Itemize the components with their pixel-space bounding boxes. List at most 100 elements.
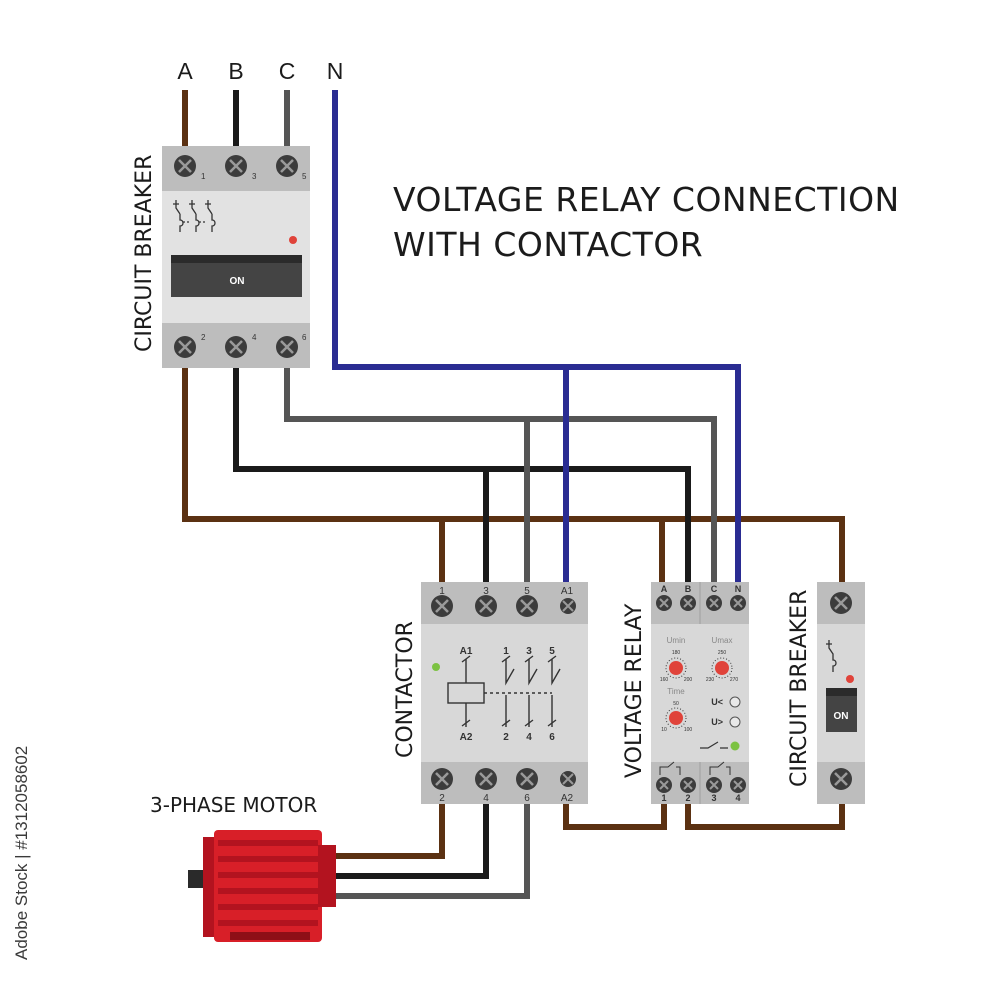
wire-phase-c-bus [284,365,717,585]
contactor-top-terminal-5: 5 [524,586,530,597]
mcb-top-terminal-3: 3 [252,172,257,181]
umax-tick-high: 270 [730,677,739,683]
aux-breaker-label: CIRCUIT BREAKER [787,589,812,787]
screw-icon[interactable] [223,334,249,360]
contactor-bottom-terminal-2: 2 [439,793,445,804]
wire-neutral [332,90,741,585]
screw-icon[interactable] [473,593,499,619]
screw-icon[interactable] [274,153,300,179]
main-breaker-label: CIRCUIT BREAKER [132,154,157,352]
contactor-bottom-terminal-a2: A2 [561,793,574,804]
relay-terminal-3: 3 [711,793,716,803]
time-tick-high: 100 [684,727,693,733]
relay-switch-symbol-icon [700,741,728,749]
wire-phase-b-bus [233,365,691,585]
screw-icon[interactable] [429,593,455,619]
screw-icon[interactable] [223,153,249,179]
screw-icon[interactable] [828,766,854,792]
relay-terminal-a: A [661,584,668,594]
mcb-top-terminal-1: 1 [201,172,206,181]
phase-label-n: N [326,58,344,84]
breaker-symbol-icon [173,200,216,232]
relay-terminal-b: B [685,584,692,594]
umin-tick-mid: 180 [672,650,681,656]
status-led-icon [289,236,297,244]
wire-motor-w [336,800,530,899]
coil-top-label: A1 [460,646,473,657]
main-breaker-switch-label: ON [230,276,245,287]
contactor-label: CONTACTOR [393,621,418,758]
status-led-icon [846,675,854,683]
screw-icon[interactable] [473,766,499,792]
umax-tick-low: 230 [706,677,715,683]
main-circuit-breaker: 1 3 5 2 4 6 ON [162,146,310,368]
contact-top-1: 1 [503,646,509,657]
screw-icon[interactable] [274,334,300,360]
motor-icon [188,830,336,942]
relay-terminal-4: 4 [735,793,740,803]
over-voltage-label: U> [711,717,723,727]
screw-icon[interactable] [514,593,540,619]
time-knob[interactable] [669,711,683,725]
coil-symbol-icon [447,655,552,727]
relay-terminal-1: 1 [661,793,666,803]
contacts-symbol-icon [501,655,561,727]
relay-output-symbol-icon [659,761,731,775]
screw-icon[interactable] [514,766,540,792]
contactor-top-terminal-3: 3 [483,586,489,597]
time-tick-low: 10 [661,727,667,733]
motor-label: 3-PHASE MOTOR [150,793,318,817]
wire-coil-to-relay [563,800,667,830]
contact-bottom-2: 2 [503,732,509,743]
wire-motor-u [336,800,445,859]
contact-top-3: 3 [526,646,532,657]
mcb-bottom-terminal-6: 6 [302,333,307,342]
voltage-relay-label: VOLTAGE RELAY [622,603,647,778]
power-led-icon [730,741,740,751]
contactor-top-terminal-a1: A1 [561,586,574,597]
aux-breaker-switch-label: ON [834,711,849,722]
umax-label: Umax [712,636,733,645]
screw-icon[interactable] [828,590,854,616]
page-title: VOLTAGE RELAY CONNECTION [393,180,900,219]
umin-label: Umin [667,636,686,645]
under-voltage-label: U< [711,697,723,707]
wire-motor-v [336,800,489,879]
wires [182,90,845,899]
watermark: Adobe Stock | #1312058602 [12,745,31,960]
aux-circuit-breaker: ON [817,582,865,804]
time-tick-mid: 50 [673,701,679,707]
contactor: 1 3 5 A1 2 4 6 A2 A1 A2 1 3 5 2 4 6 [421,582,588,804]
screw-icon[interactable] [172,153,198,179]
umax-knob[interactable] [715,661,729,675]
time-label: Time [667,687,685,696]
contact-bottom-6: 6 [549,732,555,743]
phase-label-c: C [278,58,296,84]
contactor-bottom-terminal-4: 4 [483,793,489,804]
contact-bottom-4: 4 [526,732,532,743]
page-title-line-2: WITH CONTACTOR [393,225,704,264]
screw-icon[interactable] [429,766,455,792]
over-voltage-led-icon [729,716,741,728]
phase-label-a: A [177,58,193,84]
relay-terminal-c: C [711,584,718,594]
umin-knob[interactable] [669,661,683,675]
umax-tick-mid: 250 [718,650,727,656]
wire-phase-a-bus [182,365,845,585]
umin-tick-low: 160 [660,677,669,683]
relay-terminal-n: N [735,584,742,594]
under-voltage-led-icon [729,696,741,708]
relay-terminal-2: 2 [685,793,690,803]
status-led-icon [432,663,440,671]
mcb-bottom-terminal-2: 2 [201,333,206,342]
coil-bottom-label: A2 [460,732,473,743]
contactor-bottom-terminal-6: 6 [524,793,530,804]
phase-label-b: B [228,58,244,84]
breaker-symbol-icon [826,640,837,672]
contact-top-5: 5 [549,646,555,657]
mcb-top-terminal-5: 5 [302,172,307,181]
voltage-relay: A B C N 1 2 3 4 Umin 180 160 200 Umax 25… [651,582,749,804]
mcb-bottom-terminal-4: 4 [252,333,257,342]
umin-tick-high: 200 [684,677,693,683]
screw-icon[interactable] [172,334,198,360]
